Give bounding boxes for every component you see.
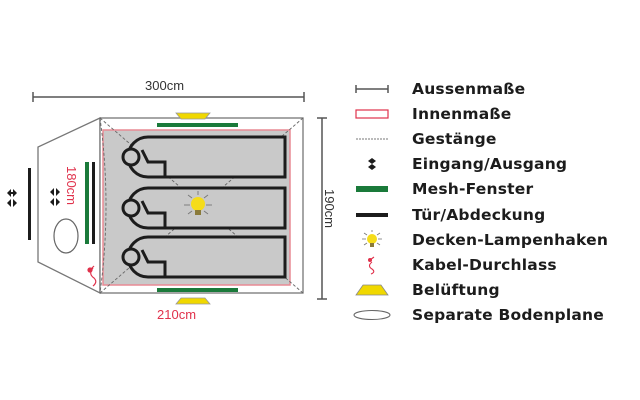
lamp-hook-icon (184, 191, 212, 215)
mesh-window-bottom (157, 288, 238, 292)
legend-row-cable: Kabel-Durchlass (352, 252, 640, 277)
entrance-arrows-inner (50, 188, 60, 206)
mesh-window-top (157, 123, 238, 127)
sleeping-bags (121, 135, 287, 279)
outer-width-label: 190cm (322, 188, 338, 229)
vent-trapezoid-icon (352, 280, 392, 300)
red-rectangle-icon (352, 104, 392, 124)
door-outer (28, 168, 31, 240)
entrance-arrows-icon (352, 154, 392, 174)
cable-plug-icon (352, 255, 392, 275)
mesh-window-side (85, 162, 89, 244)
legend-label: Decken-Lampenhaken (412, 230, 609, 249)
vestibule-outline (37, 116, 101, 295)
black-bar-icon (352, 205, 392, 225)
vent-top (175, 112, 211, 120)
legend-row-entrance: Eingang/Ausgang (352, 152, 640, 177)
legend-row-vent: Belüftung (352, 278, 640, 303)
legend-label: Gestänge (412, 129, 497, 148)
legend-row-lamp: Decken-Lampenhaken (352, 227, 640, 252)
dimension-bar-icon (352, 79, 392, 99)
dashed-line-icon (352, 129, 392, 149)
vent-bottom (175, 297, 211, 305)
legend-row-outer-dims: Aussenmaße (352, 76, 640, 101)
sleeping-bag-1 (121, 135, 287, 179)
legend-row-door: Tür/Abdeckung (352, 202, 640, 227)
legend-label: Separate Bodenplane (412, 306, 604, 325)
legend-row-inner-dims: Innenmaße (352, 101, 640, 126)
legend-label: Eingang/Ausgang (412, 155, 568, 174)
legend-label: Innenmaße (412, 104, 512, 123)
poles (99, 117, 304, 294)
cable-port-icon (87, 265, 97, 287)
legend-label: Aussenmaße (412, 79, 526, 98)
green-bar-icon (352, 179, 392, 199)
inner-length-label: 210cm (157, 307, 197, 322)
legend-row-mesh: Mesh-Fenster (352, 177, 640, 202)
legend-label: Mesh-Fenster (412, 180, 534, 199)
door-inner (92, 162, 95, 244)
outer-width-dimension (317, 117, 327, 300)
outer-length-label: 300cm (145, 78, 185, 93)
legend-row-groundsheet: Separate Bodenplane (352, 303, 640, 328)
sleeping-bag-3 (121, 235, 287, 279)
sleeping-bag-2 (121, 186, 287, 230)
entrance-arrows-outer (7, 189, 17, 207)
lightbulb-icon (352, 229, 392, 250)
legend-label: Belüftung (412, 281, 500, 300)
groundsheet-ellipse (53, 218, 79, 254)
outer-length-dimension (32, 92, 305, 102)
legend-label: Kabel-Durchlass (412, 255, 557, 274)
inner-width-label: 180cm (64, 165, 80, 206)
legend-label: Tür/Abdeckung (412, 205, 546, 224)
ellipse-icon (352, 305, 392, 325)
legend: Aussenmaße Innenmaße Gestänge Eingang/Au… (352, 76, 640, 328)
legend-row-poles: Gestänge (352, 126, 640, 151)
